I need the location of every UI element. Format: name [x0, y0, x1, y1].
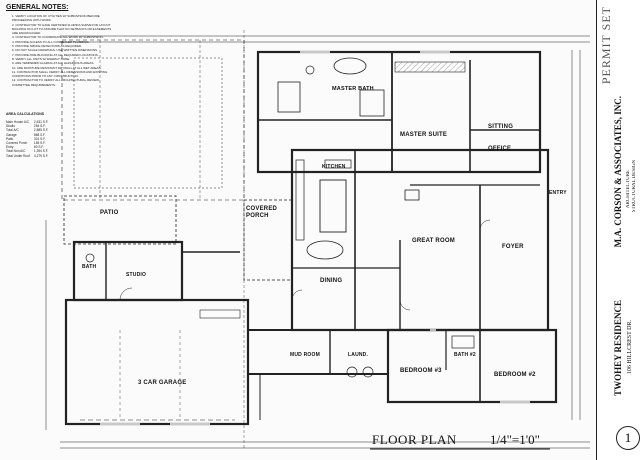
general-note-item: 6. DO NOT SCALE DRAWINGS. USE WRITTEN DI… — [12, 48, 98, 53]
area-value: 254 S.F. — [33, 124, 46, 129]
area-value: 2,631 S.F. — [33, 120, 49, 124]
general-note-item: 1. VERIFY LOCATION OF UTILITIES W/ SUBDI… — [12, 14, 100, 23]
plan-title: FLOOR PLAN — [372, 432, 457, 447]
general-note-item: 2. CONTRACTOR TO HAVE CERTIFIED FLORIDA … — [12, 22, 112, 36]
general-note-item: 10. ARE MOISTURE RESISTANT DRYWALL AT AL… — [12, 65, 102, 70]
room-label-bedroom-2: BEDROOM #2 — [494, 372, 536, 378]
area-label: Studio — [6, 124, 16, 129]
room-label-master-suite: MASTER SUITE — [400, 132, 448, 138]
area-label: Total Under Roof — [6, 153, 30, 158]
general-note-item: 12. CONTRACTOR TO VERIFY ALL ARCHITECTUR… — [12, 78, 99, 87]
general-note-item: 11. CONTRACTOR SHALL VERIFY ALL DIMENSIO… — [12, 69, 108, 79]
project-address: 106 HILLCREST DR. — [627, 320, 633, 375]
general-note-item: 7. PROVIDE FIRE BLOCKING AT ALL REQUIRED… — [12, 52, 99, 57]
room-label-bath-studio: BATH — [82, 264, 97, 270]
room-label-patio: PATIO — [100, 210, 119, 216]
area-row: Garage 868 S.F. — [6, 133, 52, 137]
project-name: TWOHEY RESIDENCE — [613, 300, 623, 396]
room-label-office: OFFICE — [488, 146, 512, 152]
room-label-covered-porch: COVERED PORCH — [246, 206, 278, 219]
area-row: Covered Porch 165 S.F. — [6, 141, 52, 145]
sheet-number: 1 — [616, 426, 640, 450]
area-value: 2,885 S.F. — [33, 128, 49, 133]
general-note-item: 4. PROVIDE ACCESS TO ALL CONCEALED PLUMB… — [12, 39, 90, 44]
room-label-kitchen: KITCHEN — [322, 164, 346, 170]
area-value: 60 S.F. — [33, 145, 44, 150]
room-label-entry: ENTRY — [549, 190, 567, 196]
firm-name: M.A. CORSON & ASSOCIATES, INC. — [613, 96, 623, 248]
area-row: Entry 60 S.F. — [6, 145, 52, 149]
room-label-3-car-garage: 3 CAR GARAGE — [138, 380, 187, 386]
room-label-laundry: LAUND. — [348, 352, 369, 358]
general-notes-title: GENERAL NOTES: — [6, 4, 69, 11]
area-label: Garage — [6, 132, 17, 137]
room-label-foyer: FOYER — [502, 244, 524, 250]
room-label-master-bath: MASTER BATH — [332, 86, 374, 92]
firm-subtitle-architecture: ARCHITECTURE — [626, 170, 631, 209]
area-value: 1,394 S.F. — [33, 149, 49, 154]
general-note-item: 5. PROVIDE SMOKE DETECTORS AS REQUIRED. — [12, 44, 82, 49]
area-row: Total Non A/C 1,394 S.F. — [6, 149, 52, 153]
general-note-item: 9. ARE TEMPERED GLAZING AT ALL HAZARDOUS… — [12, 61, 95, 66]
area-label: Covered Porch — [6, 141, 28, 146]
area-label: Patio — [6, 136, 14, 141]
area-label: Total Non A/C — [6, 149, 26, 154]
area-value: 4,279 S.F. — [33, 153, 49, 158]
room-label-studio: STUDIO — [126, 272, 147, 278]
area-label: Entry — [6, 145, 14, 150]
area-row: Total A/C 2,885 S.F. — [6, 128, 52, 132]
area-value: 868 S.F. — [33, 132, 46, 137]
room-label-sitting: SITTING — [488, 124, 514, 130]
firm-subtitle-structural: STRUCTURAL DESIGN — [632, 160, 637, 213]
room-label-bedroom-3: BEDROOM #3 — [400, 368, 442, 374]
general-note-item: 8. VERIFY ALL UNITS W/ ENERGY CODE. — [12, 56, 71, 61]
plan-scale: 1/4"=1'0" — [490, 432, 540, 447]
area-value: 301 S.F. — [33, 136, 46, 141]
area-value: 165 S.F. — [33, 141, 46, 146]
area-label: Main House A/C — [6, 120, 30, 124]
general-note-item: 3. CONTRACTOR TO COORDINATE ALL WORK W/ … — [12, 35, 104, 40]
general-notes-list: 1. VERIFY LOCATION OF UTILITIES W/ SUBDI… — [6, 14, 112, 87]
title-block: PERMIT SET M.A. CORSON & ASSOCIATES, INC… — [596, 0, 640, 460]
floor-plan-drawing — [45, 30, 590, 450]
room-label-bath-2: BATH #2 — [454, 352, 476, 358]
area-label: Total A/C — [6, 128, 19, 133]
area-row: Studio 254 S.F. — [6, 124, 52, 128]
area-row: Patio 301 S.F. — [6, 137, 52, 141]
room-label-mud-room: MUD ROOM — [290, 352, 320, 358]
room-label-great-room: GREAT ROOM — [412, 238, 455, 244]
area-calculations-title: AREA CALCULATIONS — [6, 112, 45, 116]
room-label-dining: DINING — [320, 278, 343, 284]
permit-set-stamp: PERMIT SET — [599, 6, 613, 85]
plan-title-underline — [370, 448, 550, 450]
